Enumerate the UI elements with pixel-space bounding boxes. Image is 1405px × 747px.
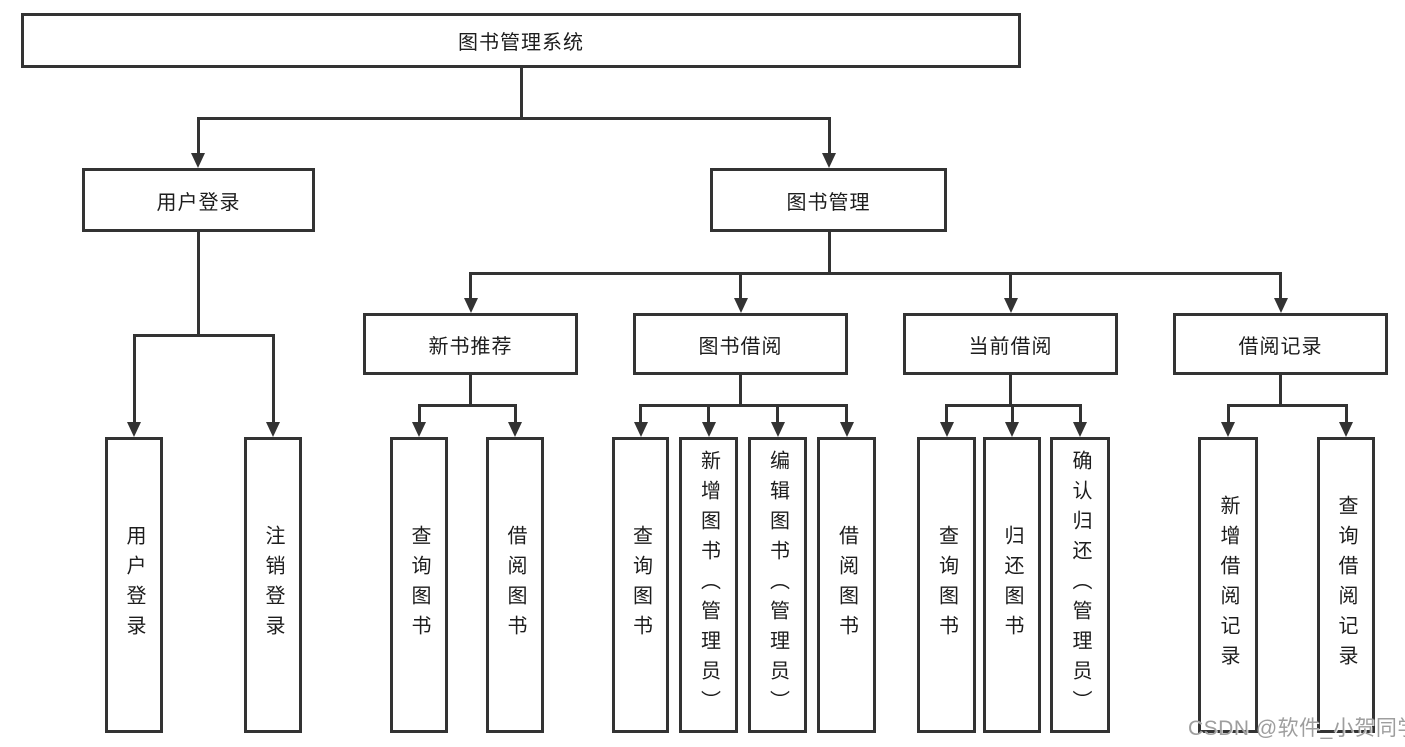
leaf-current-return-book: 归还图书	[983, 437, 1041, 733]
leaf-user-login-label: 用户登录	[123, 525, 145, 645]
arrow-down-icon	[191, 153, 205, 168]
connector-drop-line	[132, 335, 136, 424]
leaf-borrow-add-book-admin-label: 新增图书（管理员）	[697, 450, 720, 720]
node-new-book-recommend: 新书推荐	[363, 313, 578, 375]
leaf-records-add-record: 新增借阅记录	[1198, 437, 1258, 733]
arrow-down-icon	[1005, 422, 1019, 437]
node-borrow-records: 借阅记录	[1173, 313, 1388, 375]
connector-drop-line	[845, 405, 848, 424]
leaf-borrow-borrow-book: 借阅图书	[817, 437, 876, 733]
arrow-down-icon	[1003, 298, 1018, 313]
leaf-recommend-borrow-book: 借阅图书	[486, 437, 544, 733]
connector-drop-line	[776, 405, 779, 424]
arrow-down-icon	[633, 422, 648, 437]
arrow-down-icon	[463, 298, 478, 313]
connector-drop-line	[513, 405, 517, 424]
arrow-down-icon	[412, 422, 426, 437]
node-current-borrow-label: 当前借阅	[968, 335, 1053, 358]
leaf-records-query-record-label: 查询借阅记录	[1335, 495, 1357, 675]
connector-rail-line	[196, 116, 831, 120]
leaf-user-login: 用户登录	[105, 437, 163, 733]
connector-stem-line	[739, 375, 742, 407]
arrow-down-icon	[701, 422, 716, 437]
connector-rail-line	[132, 333, 275, 337]
node-book-borrow-label: 图书借阅	[698, 335, 783, 358]
arrow-down-icon	[1073, 422, 1087, 437]
arrow-down-icon	[939, 422, 954, 437]
node-book-management-label: 图书管理	[786, 191, 871, 214]
connector-stem-line	[520, 67, 523, 120]
arrow-down-icon	[770, 422, 785, 437]
arrow-down-icon	[1339, 422, 1353, 437]
connector-drop-line	[1226, 405, 1230, 424]
leaf-current-confirm-return-admin-label: 确认归还（管理员）	[1069, 450, 1091, 720]
arrow-down-icon	[733, 298, 748, 313]
leaf-recommend-borrow-book-label: 借阅图书	[504, 525, 526, 645]
connector-drop-line	[469, 273, 472, 300]
leaf-records-add-record-label: 新增借阅记录	[1217, 495, 1239, 675]
connector-stem-line	[469, 375, 472, 407]
connector-rail-line	[417, 403, 517, 407]
connector-drop-line	[707, 405, 710, 424]
leaf-recommend-query-book: 查询图书	[390, 437, 448, 733]
leaf-logout: 注销登录	[244, 437, 302, 733]
arrow-down-icon	[1273, 298, 1288, 313]
leaf-borrow-query-book: 查询图书	[612, 437, 669, 733]
connector-rail-line	[469, 271, 1282, 275]
connector-stem-line	[196, 232, 200, 337]
node-book-management: 图书管理	[710, 168, 947, 232]
connector-drop-line	[1010, 405, 1014, 424]
connector-drop-line	[417, 405, 421, 424]
leaf-borrow-borrow-book-label: 借阅图书	[835, 525, 858, 645]
connector-drop-line	[1279, 273, 1282, 300]
connector-drop-line	[271, 335, 275, 424]
connector-drop-line	[827, 118, 831, 155]
leaf-logout-label: 注销登录	[262, 525, 284, 645]
leaf-borrow-edit-book-admin: 编辑图书（管理员）	[748, 437, 807, 733]
node-current-borrow: 当前借阅	[903, 313, 1118, 375]
connector-drop-line	[1078, 405, 1082, 424]
node-user-login: 用户登录	[82, 168, 315, 232]
leaf-borrow-edit-book-admin-label: 编辑图书（管理员）	[766, 450, 789, 720]
leaf-current-confirm-return-admin: 确认归还（管理员）	[1050, 437, 1110, 733]
arrow-down-icon	[127, 422, 141, 437]
leaf-recommend-query-book-label: 查询图书	[408, 525, 430, 645]
arrow-down-icon	[266, 422, 280, 437]
leaf-borrow-query-book-label: 查询图书	[629, 525, 652, 645]
watermark-text: CSDN @软件_小贺同学	[1188, 717, 1405, 740]
leaf-current-query-book: 查询图书	[917, 437, 976, 733]
connector-stem-line	[1279, 375, 1282, 407]
node-root: 图书管理系统	[21, 13, 1021, 68]
connector-drop-line	[945, 405, 948, 424]
connector-stem-line	[1009, 375, 1012, 407]
leaf-current-query-book-label: 查询图书	[935, 525, 958, 645]
node-new-book-recommend-label: 新书推荐	[428, 335, 513, 358]
connector-drop-line	[196, 118, 200, 155]
leaf-records-query-record: 查询借阅记录	[1317, 437, 1375, 733]
leaf-borrow-add-book-admin: 新增图书（管理员）	[679, 437, 738, 733]
connector-drop-line	[639, 405, 642, 424]
node-root-label: 图书管理系统	[458, 32, 584, 54]
connector-drop-line	[739, 273, 742, 300]
connector-stem-line	[827, 232, 831, 275]
arrow-down-icon	[508, 422, 522, 437]
node-user-login-label: 用户登录	[156, 191, 241, 214]
connector-drop-line	[1009, 273, 1012, 300]
arrow-down-icon	[822, 153, 836, 168]
connector-rail-line	[639, 403, 848, 407]
node-borrow-records-label: 借阅记录	[1238, 335, 1323, 358]
leaf-current-return-book-label: 归还图书	[1001, 525, 1023, 645]
arrow-down-icon	[1221, 422, 1235, 437]
arrow-down-icon	[839, 422, 854, 437]
node-book-borrow: 图书借阅	[633, 313, 848, 375]
connector-rail-line	[1226, 403, 1348, 407]
connector-drop-line	[1344, 405, 1348, 424]
